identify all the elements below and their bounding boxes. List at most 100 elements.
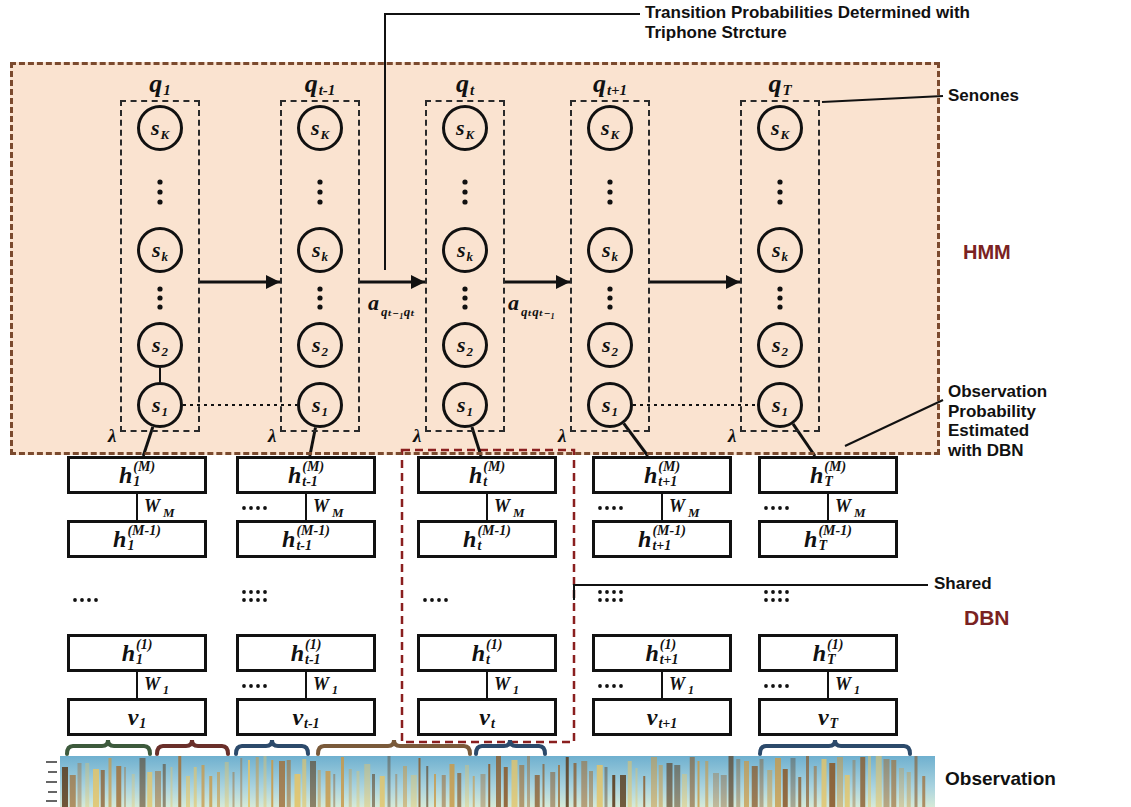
spectrogram-streak [853,760,856,807]
senone-circle: sK [442,105,488,151]
dbn-layer-box: vt [417,698,557,736]
spectrogram-streak [558,765,560,807]
dot [157,304,162,309]
spectrogram-streak [713,773,719,807]
dot [80,598,84,602]
dot [94,598,98,602]
dot [462,199,467,204]
script-stack: 1 [163,83,171,99]
lambda-link [624,423,648,456]
state-link [633,404,757,406]
spectrogram-streak [442,775,446,807]
dot [764,590,768,594]
subscript: t-1 [302,475,324,490]
dot [778,506,782,510]
weight-subscript: 1 [688,684,694,696]
dbn-layer-box: vt+1 [592,698,732,736]
spectrogram-streak [791,758,796,807]
script-stack: (M)T [824,460,846,489]
senone-circle: sk [587,227,633,273]
spectrogram-streak [163,764,166,807]
spectrogram-streak [674,765,680,807]
dot [157,199,162,204]
spectrogram-streak [891,760,896,807]
dot [778,598,782,602]
spectrogram-streak [566,757,569,807]
superscript: (M-1) [296,524,329,539]
annotation-label: Senones [948,86,1019,106]
symbol-base: s [152,334,161,356]
dot [605,506,609,510]
weight-link [661,494,663,520]
transition-subscript: qₜ₋₁qₜ [381,305,415,318]
subscript: 1 [163,83,171,99]
script-stack: (M)t-1 [302,460,324,489]
math-symbol: vt [479,703,495,732]
transition-arrow [650,281,740,284]
dot [777,199,782,204]
dot [317,286,322,291]
script-stack: t [491,717,495,732]
spectrogram-streak [884,759,890,807]
spectrogram-streak [690,757,695,807]
superscript: (1) [305,638,321,653]
spectrogram-streak [504,767,508,807]
symbol-base: s [152,239,161,261]
script-stack: k [467,250,474,264]
dot [612,506,616,510]
shared-frame [402,450,574,742]
subscript: 2 [782,345,789,359]
leader-line [385,14,640,270]
symbol-base: s [456,117,465,139]
dbn-layer-box: h(1)t [417,634,557,672]
spectrogram-streak [364,764,370,807]
senone-circle: sK [137,105,183,151]
script-stack: (1)t [486,638,502,667]
spectrogram-streak [217,772,220,807]
script-stack: t+1 [658,717,677,732]
senone-circle: sk [442,227,488,273]
dot [785,506,789,510]
spectrogram-streak [744,761,749,807]
subscript: 1 [162,405,169,419]
subscript: 1 [322,405,329,419]
subscript: t [483,475,505,490]
math-symbol: qt [456,69,474,99]
spectrogram-streak [78,763,82,807]
dbn-layer-box: h(M)1 [67,456,207,494]
script-stack: 1 [162,405,169,419]
math-symbol: s1 [152,391,168,419]
script-stack: 1 [322,405,329,419]
symbol-base: s [311,117,320,139]
math-symbol: h(M-1)t [463,524,511,553]
spectrogram-streak [357,771,360,807]
math-symbol: h(M-1)T [804,524,852,553]
symbol-base: s [312,239,321,261]
dot [605,598,609,602]
subscript: t-1 [304,717,320,732]
bracket [476,740,545,754]
spectrogram-streak [868,756,871,807]
senone-circle: s1 [442,382,488,428]
axis-ticks [46,762,57,801]
spectrogram-streak [535,775,540,807]
dot [242,506,246,510]
dot [612,598,616,602]
spectrogram-streak [899,768,904,807]
dot [785,684,789,688]
symbol-base: s [602,394,611,416]
annotation-label: Transition Probabilities Determined with… [645,3,1025,42]
weight-symbol: W [494,675,510,693]
symbol-base: s [772,394,781,416]
symbol-base: q [305,71,318,97]
dbn-layer-box: h(M)t-1 [236,456,376,494]
symbol-base: h [282,527,295,551]
spectrogram-streak [643,776,645,807]
symbol-base: h [469,463,482,487]
spectrogram-streak [550,772,555,807]
dot [619,590,623,594]
math-symbol: sK [151,114,169,142]
transition-arrow [360,281,425,284]
dot [607,286,612,291]
spectrogram-streak [132,774,135,807]
